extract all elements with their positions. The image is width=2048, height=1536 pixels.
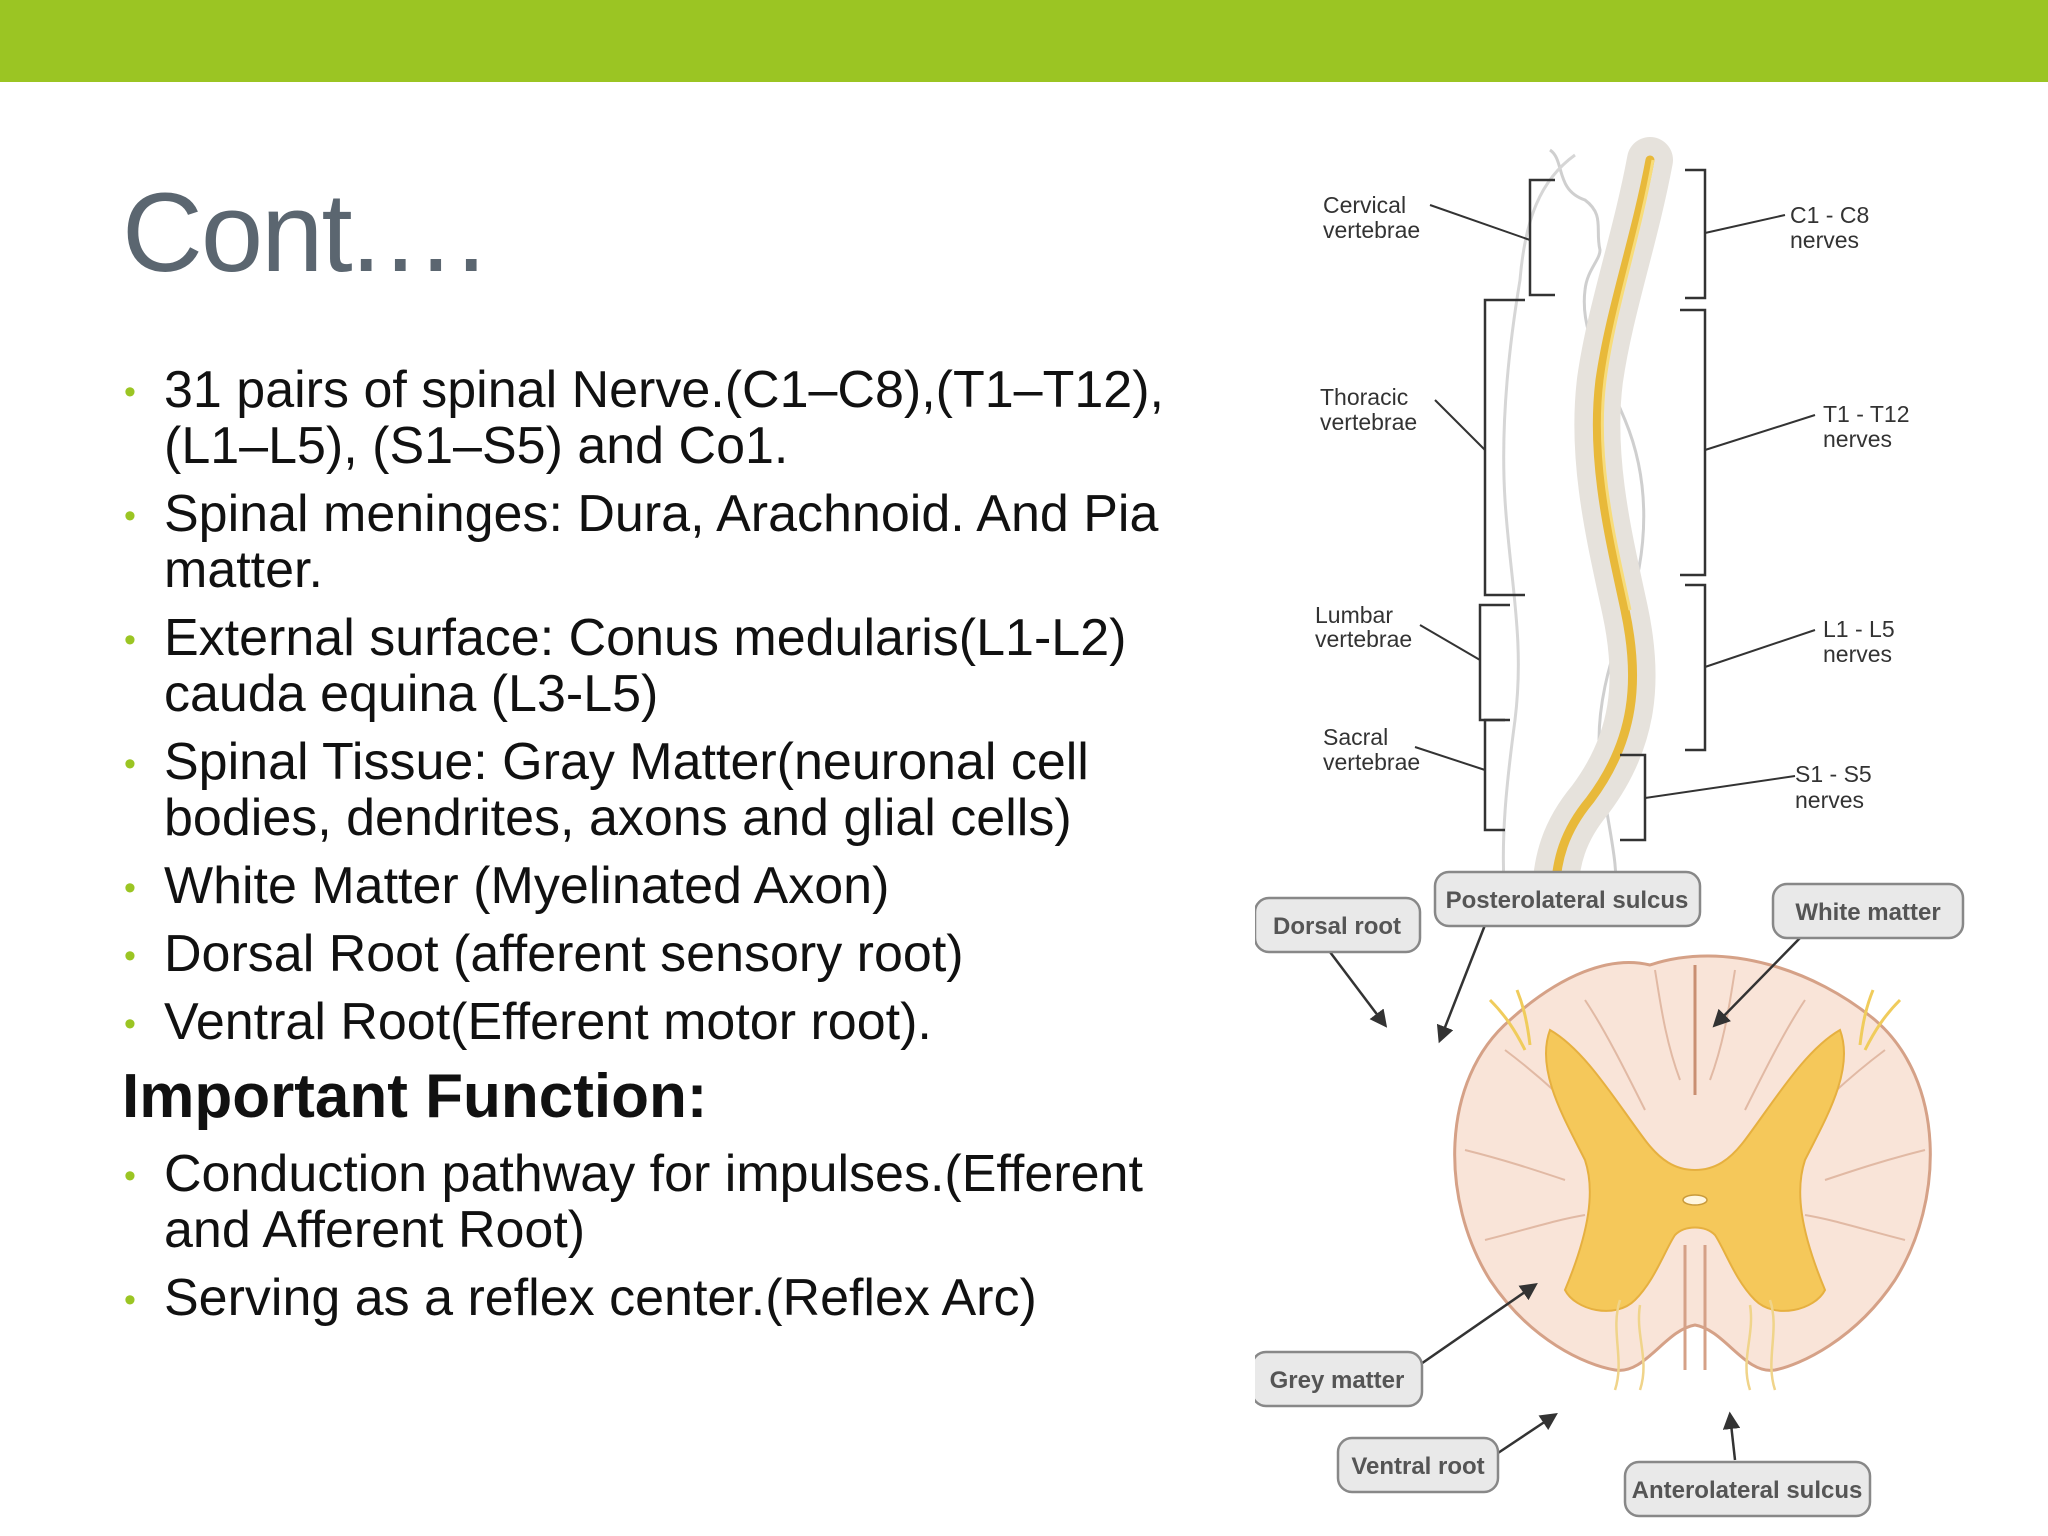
pointer-t-nerves (1704, 414, 1816, 451)
bullet-icon: • (124, 497, 136, 535)
svg-text:Ventral root: Ventral root (1351, 1453, 1484, 1480)
label-lumbar-2: vertebrae (1315, 626, 1412, 652)
pointer-c-nerves (1704, 214, 1786, 234)
label-c-nerves-1: C1 - C8 (1790, 202, 1869, 228)
pointer-cervical (1429, 204, 1531, 241)
arrow-dorsal-root (1329, 951, 1388, 1028)
central-canal (1682, 1194, 1708, 1206)
label-s-nerves-2: nerves (1795, 787, 1864, 813)
arrow-anterolateral-sulcus (1722, 1411, 1741, 1461)
bullet-list: •31 pairs of spinal Nerve.(C1–C8),(T1–T1… (122, 362, 1182, 1050)
svg-text:Grey matter: Grey matter (1270, 1367, 1405, 1394)
bracket-sacral-left (1483, 718, 1505, 832)
svg-text:Anterolateral sulcus: Anterolateral sulcus (1632, 1477, 1863, 1504)
label-sacral-2: vertebrae (1323, 749, 1420, 775)
bullet-icon: • (124, 937, 136, 975)
bracket-thoracic-left (1483, 298, 1525, 597)
arrow-grey-matter (1404, 1283, 1538, 1377)
callout-white-matter: White matter (1771, 882, 1965, 940)
slide-content: •31 pairs of spinal Nerve.(C1–C8),(T1–T1… (122, 362, 1182, 1338)
function-bullet-list: •Conduction pathway for impulses.(Effere… (122, 1146, 1182, 1326)
bullet-item: •White Matter (Myelinated Axon) (124, 857, 890, 915)
callout-posterolateral-sulcus: Posterolateral sulcus (1433, 870, 1702, 928)
grey-matter-shape (1545, 1028, 1845, 1312)
bullet-icon: • (124, 1005, 136, 1043)
top-accent-bar (0, 0, 2048, 82)
label-s-nerves-1: S1 - S5 (1795, 761, 1872, 787)
bullet-item: •Ventral Root(Efferent motor root). (124, 993, 932, 1051)
svg-text:White matter: White matter (1795, 899, 1940, 926)
bracket-t-nerves-right (1680, 308, 1707, 577)
callout-ventral-root: Ventral root (1336, 1436, 1500, 1494)
cross-section-figure: Dorsal root Posterolateral sulcus White … (1250, 870, 1965, 1518)
bullet-item: •External surface: Conus medularis(L1-L2… (124, 609, 1127, 723)
label-lumbar-1: Lumbar (1315, 602, 1393, 628)
bullet-item: •Spinal meninges: Dura, Arachnoid. And P… (124, 485, 1159, 599)
pointer-sacral (1414, 746, 1486, 771)
back-outline (1501, 153, 1576, 901)
pointer-s-nerves (1644, 775, 1796, 799)
label-c-nerves-2: nerves (1790, 227, 1859, 253)
arrow-ventral-root (1494, 1413, 1558, 1457)
callout-anterolateral-sulcus: Anterolateral sulcus (1623, 1460, 1872, 1518)
bullet-item: •Dorsal Root (afferent sensory root) (124, 925, 964, 983)
bullet-item: •Conduction pathway for impulses.(Effere… (124, 1145, 1143, 1259)
label-t-nerves-2: nerves (1823, 426, 1892, 452)
svg-text:Dorsal root: Dorsal root (1273, 913, 1401, 940)
label-l-nerves-1: L1 - L5 (1823, 616, 1895, 642)
callout-dorsal-root: Dorsal root (1253, 896, 1422, 954)
bullet-icon: • (124, 1157, 136, 1195)
bullet-icon: • (124, 745, 136, 783)
bullet-icon: • (124, 869, 136, 907)
bullet-item: •Spinal Tissue: Gray Matter(neuronal cel… (124, 733, 1089, 847)
dorsal-root-fibers (1488, 989, 1902, 1051)
pointer-thoracic (1434, 399, 1486, 451)
bullet-icon: • (124, 373, 136, 411)
label-t-nerves-1: T1 - T12 (1823, 401, 1910, 427)
bracket-lumbar-left (1478, 603, 1510, 722)
pointer-l-nerves (1704, 629, 1816, 668)
anatomy-figures: Cervical vertebrae Thoracic vertebrae Lu… (1250, 120, 2045, 1530)
spinal-cord-highlight (1600, 159, 1655, 611)
bracket-l-nerves-right (1685, 583, 1707, 752)
label-cervical-1: Cervical (1323, 192, 1406, 218)
bullet-item: •Serving as a reflex center.(Reflex Arc) (124, 1269, 1037, 1327)
spinal-cord (1550, 155, 1655, 905)
label-sacral-1: Sacral (1323, 724, 1388, 750)
bullet-icon: • (124, 621, 136, 659)
anatomy-svg: Cervical vertebrae Thoracic vertebrae Lu… (1250, 137, 1965, 1518)
pointer-lumbar (1419, 624, 1481, 661)
callout-grey-matter: Grey matter (1250, 1350, 1424, 1408)
section-heading: Important Function: (122, 1062, 708, 1131)
bracket-c-nerves-right (1685, 168, 1707, 300)
bracket-cervical-left (1528, 178, 1555, 297)
label-cervical-2: vertebrae (1323, 217, 1420, 243)
bullet-icon: • (124, 1281, 136, 1319)
label-thoracic-2: vertebrae (1320, 409, 1417, 435)
svg-text:Posterolateral sulcus: Posterolateral sulcus (1446, 887, 1689, 914)
arrow-white-matter (1712, 937, 1801, 1028)
anterior-median-fissure (1683, 1245, 1707, 1370)
bullet-item: •31 pairs of spinal Nerve.(C1–C8),(T1–T1… (124, 361, 1164, 475)
ventral-root-fibers (1613, 1299, 1777, 1391)
arrow-posterolateral-sulcus (1436, 924, 1487, 1044)
label-l-nerves-2: nerves (1823, 641, 1892, 667)
slide-title: Cont.… (122, 170, 492, 295)
label-thoracic-1: Thoracic (1320, 384, 1408, 410)
spine-figure: Cervical vertebrae Thoracic vertebrae Lu… (1315, 137, 1910, 923)
